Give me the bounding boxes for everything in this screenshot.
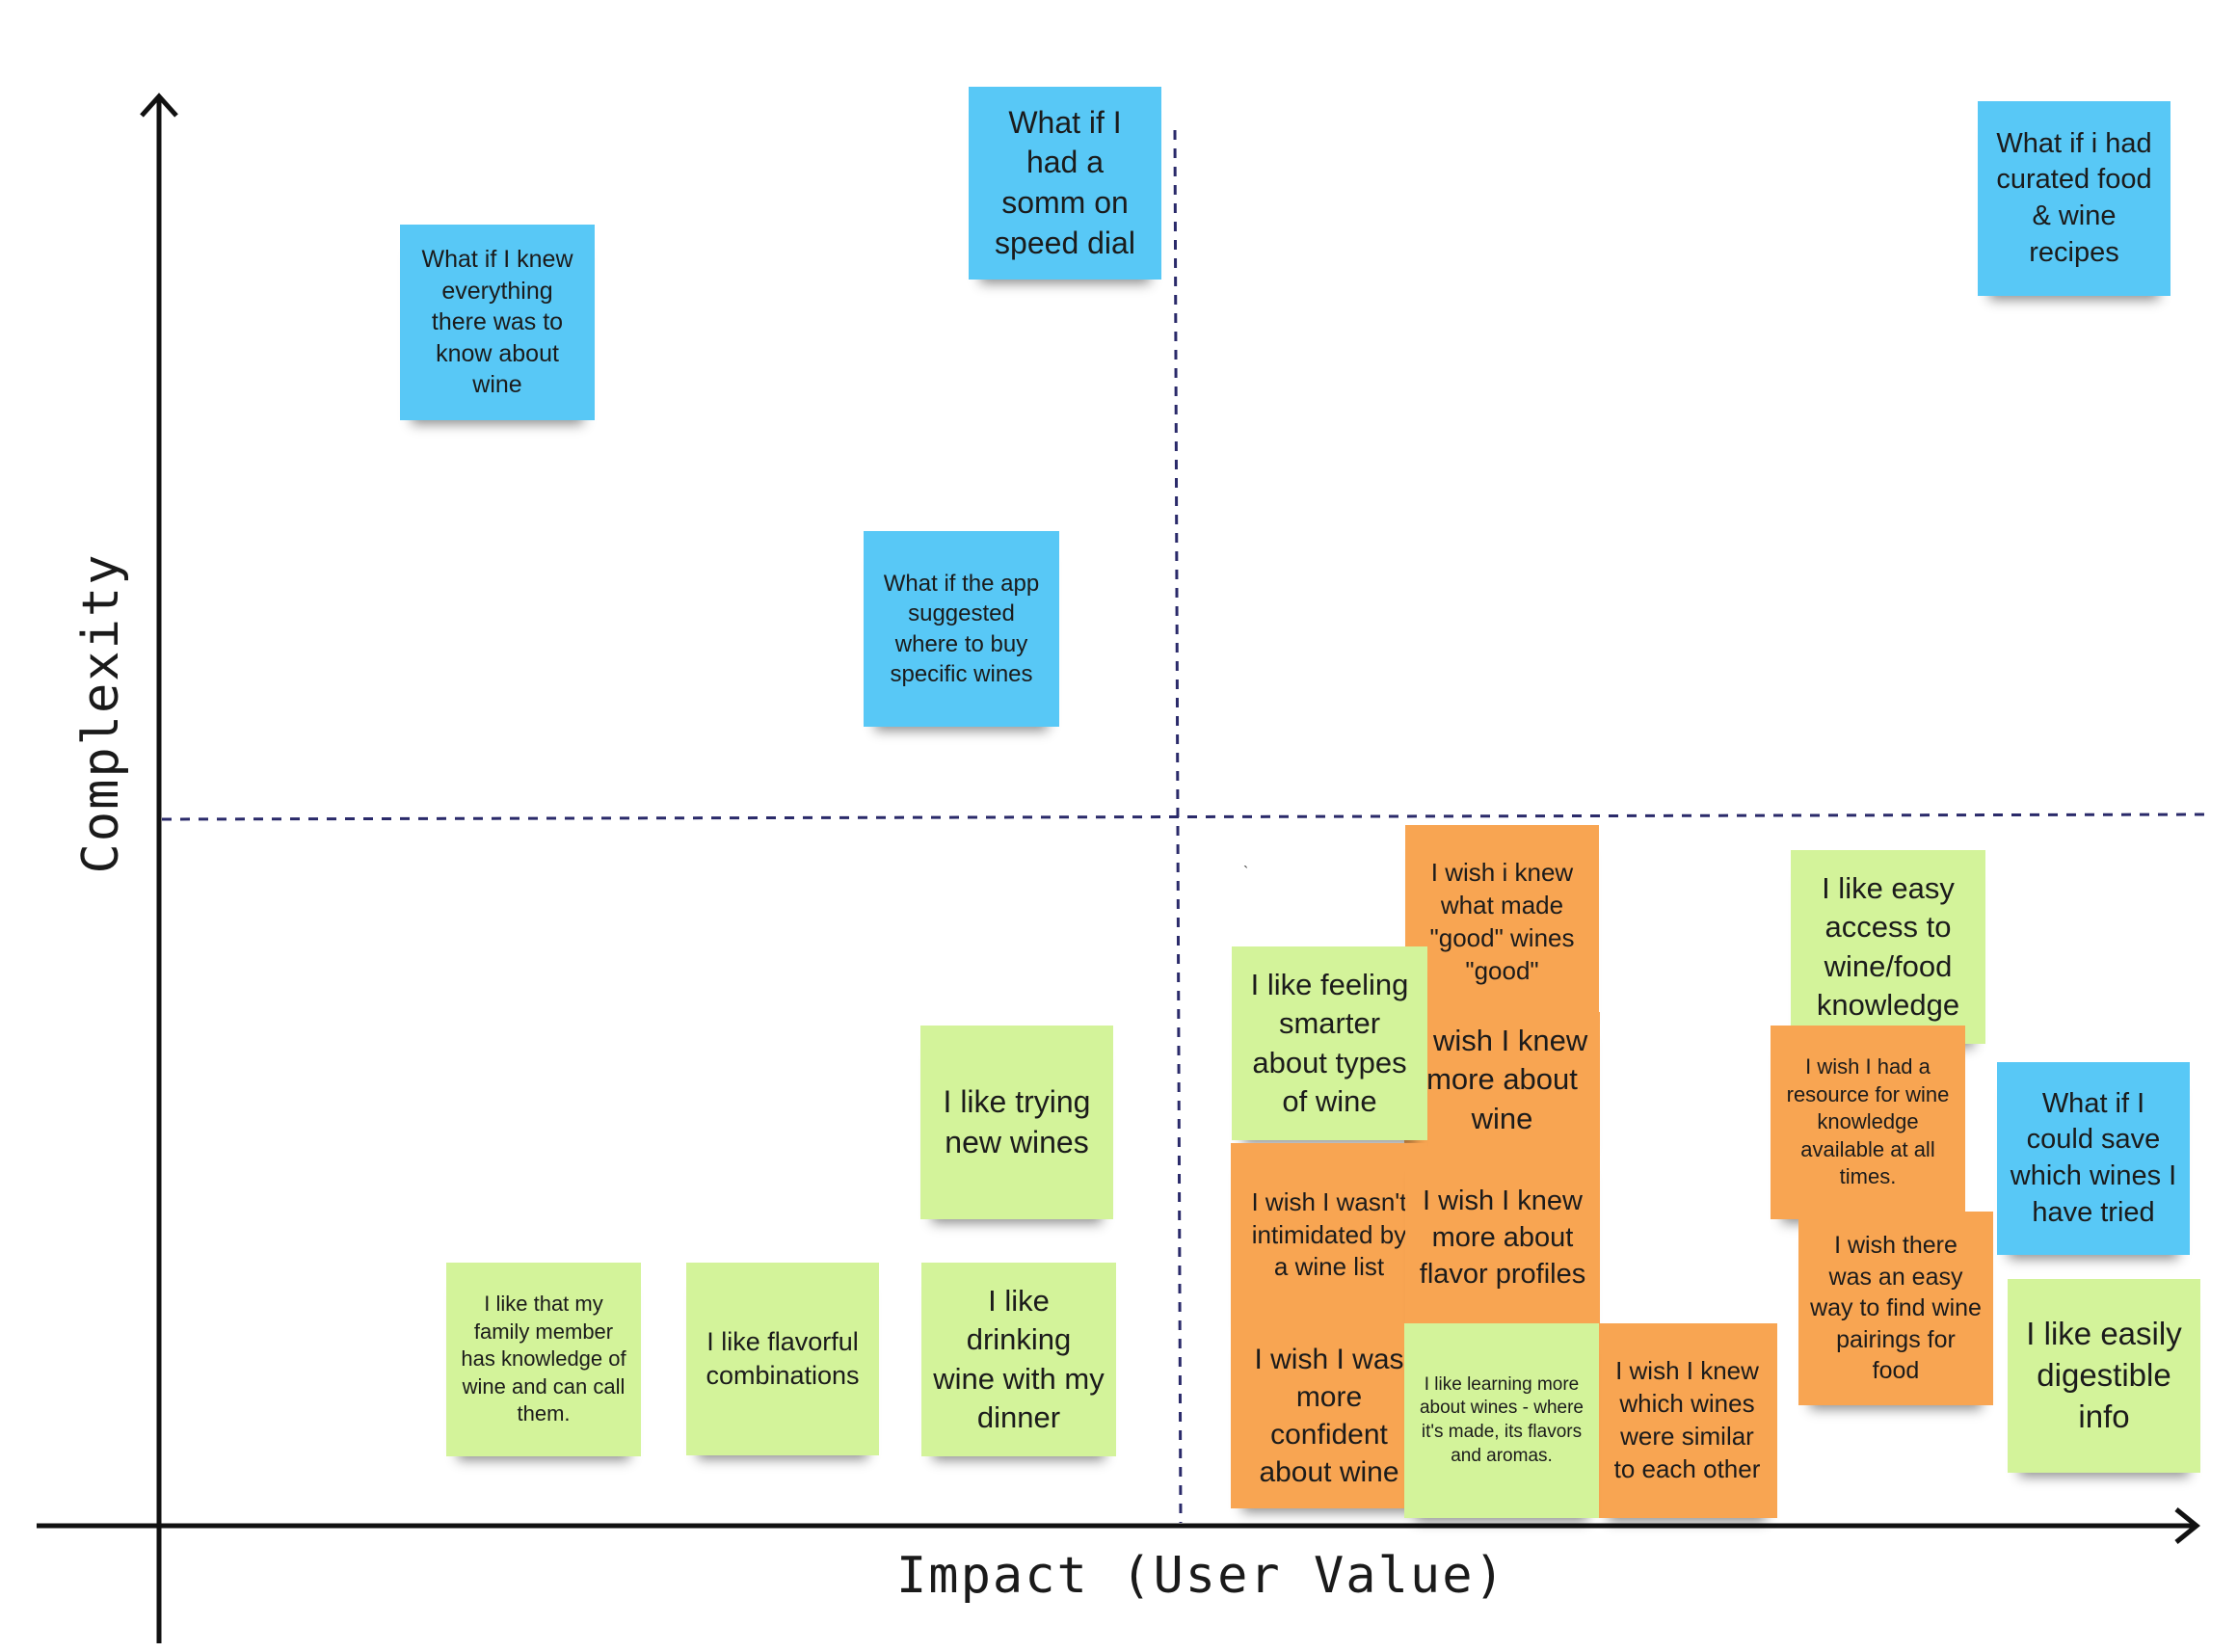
sticky-note-intimidated[interactable]: I wish I wasn't intimidated by a wine li… — [1231, 1143, 1427, 1327]
sticky-note-digestible[interactable]: I like easily digestible info — [2008, 1279, 2200, 1473]
sticky-note-flavorful[interactable]: I like flavorful combinations — [686, 1263, 879, 1455]
note-text: I like easily digestible info — [2026, 1316, 2182, 1434]
note-text: What if i had curated food & wine recipe… — [1996, 127, 2152, 268]
sticky-note-knew-everything[interactable]: What if I knew everything there was to k… — [400, 225, 595, 420]
sticky-note-trying-new[interactable]: I like trying new wines — [920, 1026, 1113, 1219]
note-text: What if I could save which wines I have … — [2010, 1087, 2177, 1228]
sticky-note-drinking-dinner[interactable]: I like drinking wine with my dinner — [921, 1263, 1116, 1456]
x-axis-title: Impact (User Value) — [896, 1547, 1506, 1605]
sticky-note-feeling-smarter[interactable]: I like feeling smarter about types of wi… — [1232, 946, 1427, 1140]
note-text: I wish I knew more about wine — [1416, 1024, 1588, 1135]
sticky-note-knew-more[interactable]: I wish I knew more about wine — [1404, 1012, 1600, 1149]
sticky-note-flavor-profiles[interactable]: I wish I knew more about flavor profiles — [1405, 1147, 1600, 1330]
sticky-note-good-wines[interactable]: I wish i knew what made "good" wines "go… — [1405, 825, 1599, 1020]
sticky-note-family-member[interactable]: I like that my family member has knowled… — [446, 1263, 641, 1456]
sticky-note-where-to-buy[interactable]: What if the app suggested where to buy s… — [864, 531, 1059, 727]
note-text: I wish there was an easy way to find win… — [1810, 1232, 1982, 1385]
note-text: I like easy access to wine/food knowledg… — [1816, 870, 1960, 1022]
sticky-note-easy-access[interactable]: I like easy access to wine/food knowledg… — [1791, 850, 1985, 1044]
vertical-divider — [1173, 129, 1183, 1524]
sticky-note-similar[interactable]: I wish I knew which wines were similar t… — [1597, 1323, 1777, 1518]
note-text: I like drinking wine with my dinner — [933, 1283, 1105, 1434]
stray-mark: ` — [1243, 865, 1249, 881]
note-text: I wish i knew what made "good" wines "go… — [1429, 858, 1575, 985]
horizontal-divider — [161, 813, 2208, 821]
note-text: I wish I wasn't intimidated by a wine li… — [1251, 1186, 1407, 1282]
note-text: I like flavorful combinations — [706, 1326, 860, 1390]
y-axis-arrowhead — [140, 93, 178, 118]
sticky-note-curated-recipes[interactable]: What if i had curated food & wine recipe… — [1978, 101, 2170, 296]
note-text: I like trying new wines — [943, 1083, 1091, 1159]
note-text: I like that my family member has knowled… — [461, 1292, 626, 1426]
note-text: I like learning more about wines - where… — [1419, 1373, 1585, 1466]
note-text: I wish I knew more about flavor profiles — [1419, 1186, 1586, 1290]
note-text: I wish I was more confident about wine — [1254, 1344, 1404, 1488]
sticky-note-learning[interactable]: I like learning more about wines - where… — [1404, 1323, 1599, 1518]
note-text: What if I had a somm on speed dial — [995, 104, 1135, 260]
x-axis-arrowhead — [2174, 1507, 2200, 1544]
note-text: What if the app suggested where to buy s… — [883, 571, 1040, 687]
sticky-note-save-wines[interactable]: What if I could save which wines I have … — [1997, 1062, 2190, 1255]
sticky-note-pairings[interactable]: I wish there was an easy way to find win… — [1798, 1212, 1993, 1405]
sticky-note-confident[interactable]: I wish I was more confident about wine — [1231, 1323, 1427, 1508]
sticky-note-somm[interactable]: What if I had a somm on speed dial — [969, 87, 1161, 280]
note-text: I like feeling smarter about types of wi… — [1250, 967, 1409, 1118]
sticky-note-resource[interactable]: I wish I had a resource for wine knowled… — [1771, 1026, 1965, 1219]
y-axis-title: Complexity — [72, 552, 130, 874]
note-text: What if I knew everything there was to k… — [421, 246, 573, 399]
note-text: I wish I had a resource for wine knowled… — [1786, 1054, 1950, 1189]
note-text: I wish I knew which wines were similar t… — [1613, 1356, 1761, 1483]
